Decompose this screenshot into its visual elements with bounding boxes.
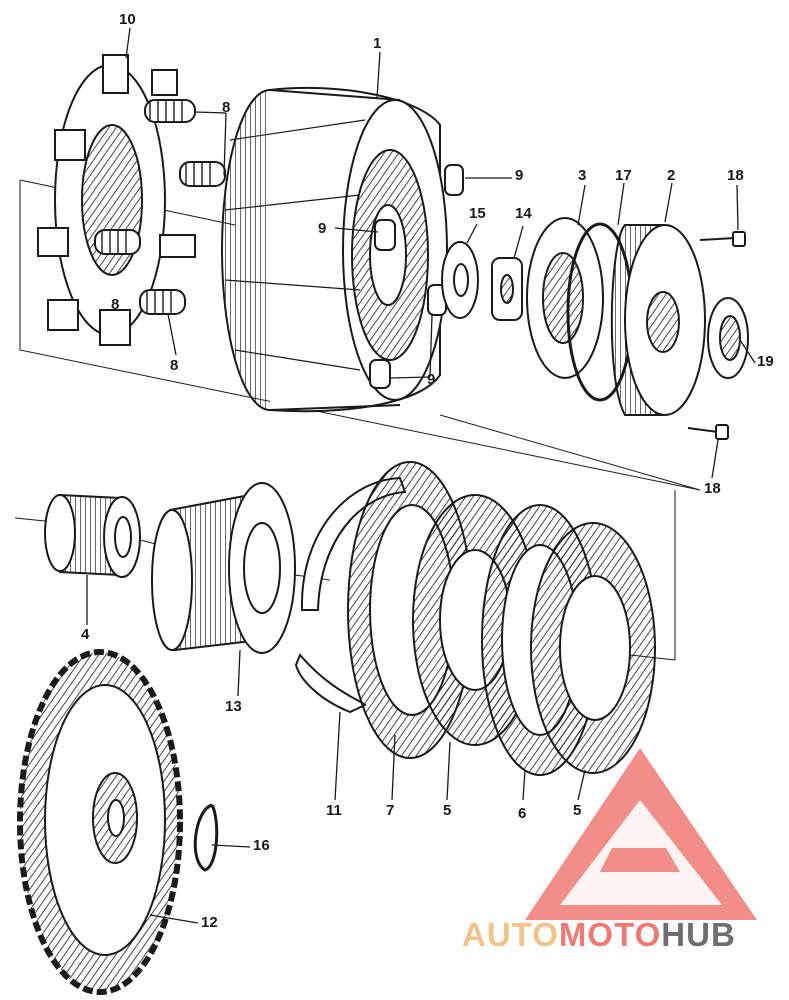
callout-1: 1: [373, 35, 382, 52]
watermark-logo: [525, 748, 757, 920]
part-12-driven-gear: [17, 649, 183, 995]
watermark-moto: MOTO: [558, 916, 662, 953]
upper-axis-frame: [19, 180, 701, 491]
callout-8b: 8: [111, 296, 120, 313]
part-16-circlip: [193, 803, 219, 872]
callout-9a: 9: [515, 167, 524, 184]
part-18-bolts: [687, 231, 746, 440]
watermark-auto: AUTO: [462, 916, 559, 953]
part-9-clutch-springs: [369, 164, 464, 389]
part-5-clutch-plate-b: [530, 522, 656, 774]
callout-18b: 18: [704, 480, 721, 497]
leader-lines: [86, 27, 756, 924]
watermark-hub: HUB: [661, 916, 736, 953]
part-4-collar: [44, 493, 141, 578]
callout-19: 19: [757, 353, 774, 370]
callout-18a: 18: [727, 167, 744, 184]
callout-2: 2: [667, 167, 676, 184]
part-3-pressure-plate: [526, 217, 604, 379]
callout-6: 6: [518, 805, 527, 822]
callout-4: 4: [81, 626, 90, 643]
callout-14: 14: [515, 205, 532, 222]
callout-16: 16: [253, 837, 270, 854]
callout-10: 10: [119, 11, 136, 28]
part-13-clutch-center: [151, 482, 296, 654]
callout-8c: 8: [170, 357, 179, 374]
part-8-damper-springs: [94, 99, 226, 315]
part-15-lock-washer: [441, 241, 479, 319]
callout-13: 13: [225, 698, 242, 715]
callout-7: 7: [386, 802, 395, 819]
part-2-lifter-cover: [610, 224, 706, 416]
callout-5a: 5: [443, 802, 452, 819]
callout-8a: 8: [222, 99, 231, 116]
callout-15: 15: [469, 205, 486, 222]
callout-9b: 9: [318, 220, 327, 237]
part-19-bearing: [707, 297, 749, 379]
callout-11: 11: [326, 802, 342, 819]
part-1-clutch-outer: [221, 87, 448, 413]
callout-3: 3: [578, 167, 587, 184]
watermark-text: AUTOMOTOHUB: [462, 918, 736, 951]
callout-9c: 9: [427, 371, 436, 388]
callout-12: 12: [201, 914, 218, 931]
callout-5b: 5: [573, 802, 582, 819]
part-14-lock-nut: [491, 257, 523, 321]
callout-17: 17: [615, 167, 632, 184]
